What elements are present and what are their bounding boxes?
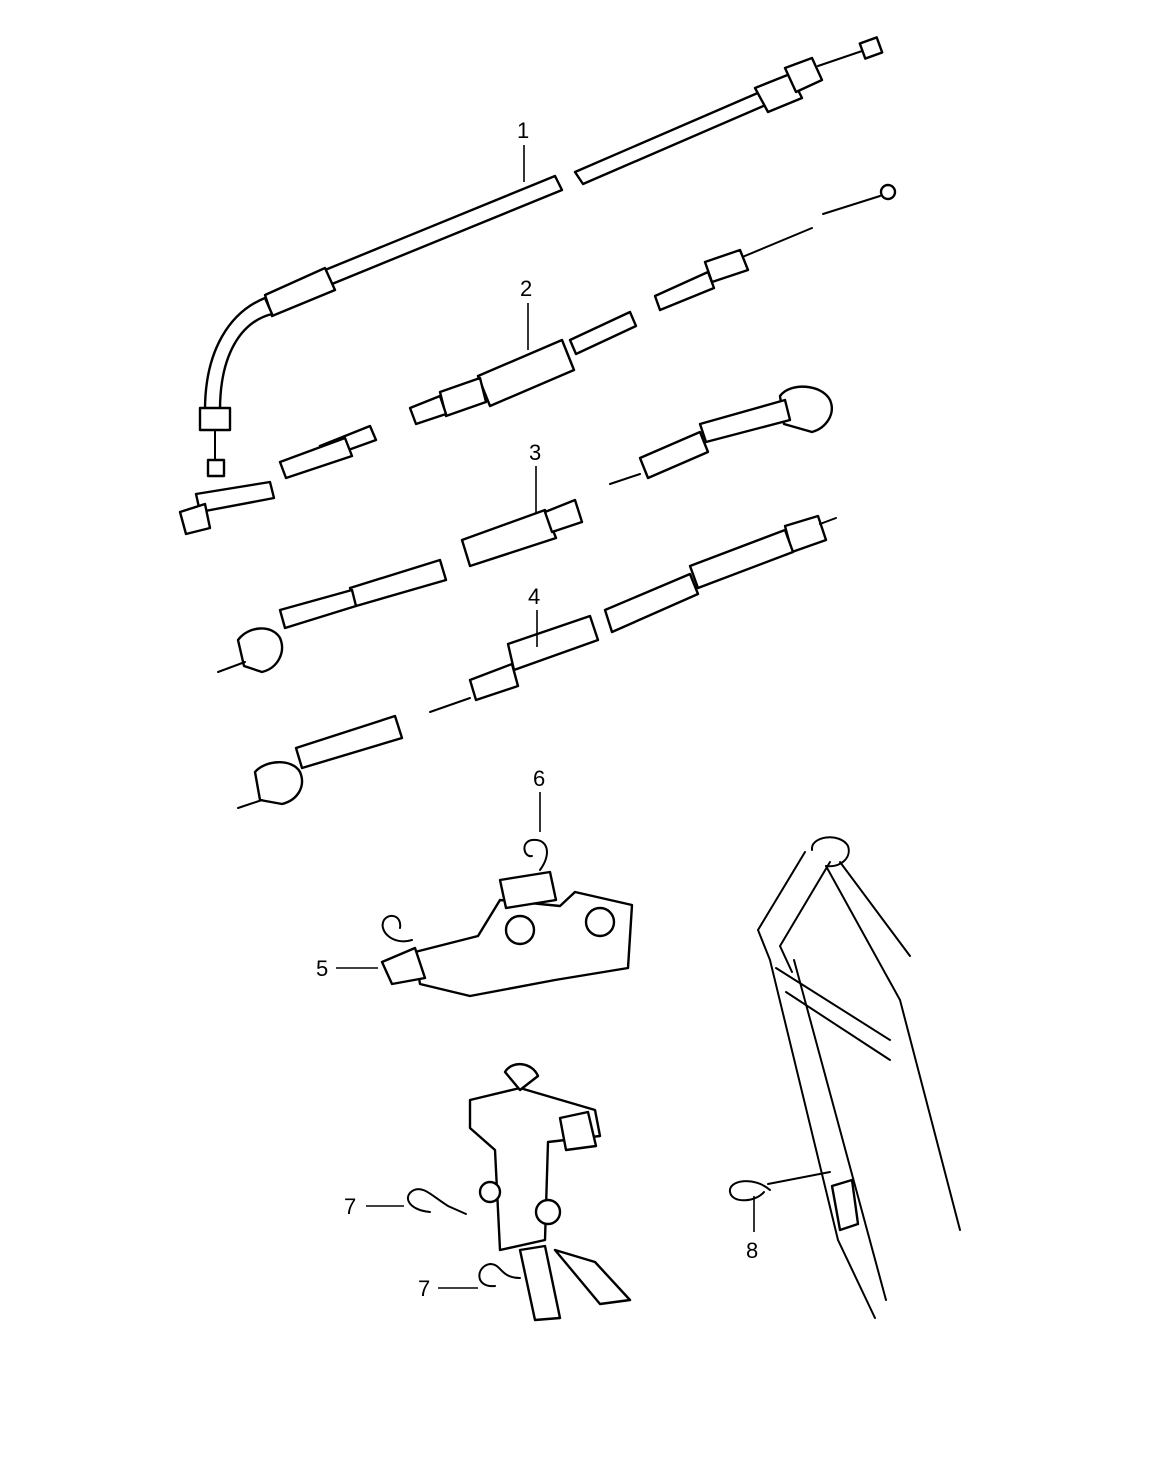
callout-7b: 7 (418, 1276, 430, 1301)
cable-1-clutch (198, 36, 884, 478)
callout-6: 6 (533, 766, 545, 791)
bracket-assembly (380, 838, 634, 998)
callout-1: 1 (517, 118, 529, 143)
frame-section (729, 836, 961, 1319)
callout-4: 4 (528, 584, 540, 609)
cable-2-throttle (178, 183, 897, 536)
callout-2: 2 (520, 276, 532, 301)
lever-clamp-assembly (406, 1063, 632, 1322)
cable-4-speedometer (237, 514, 837, 809)
callout-5: 5 (316, 956, 328, 981)
callout-3: 3 (529, 440, 541, 465)
callout-7a: 7 (344, 1194, 356, 1219)
callout-8: 8 (746, 1238, 758, 1263)
cable-3-tachometer (217, 385, 833, 674)
